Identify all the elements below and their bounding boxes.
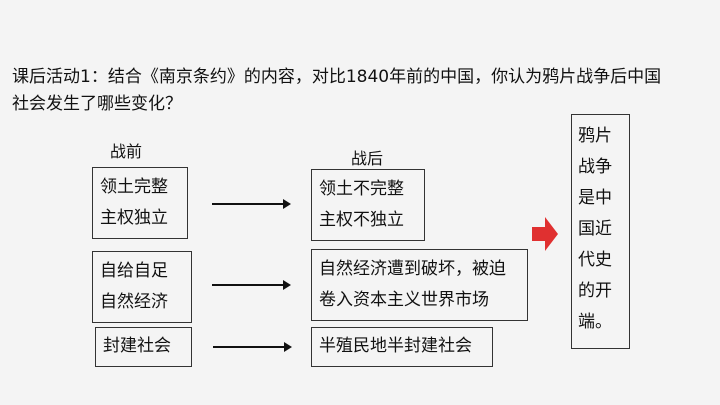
before-box-society: 封建社会 [95, 327, 192, 367]
conclusion-line: 战争 [578, 157, 612, 177]
box-line: 领土不完整 [319, 179, 404, 199]
arrow-right-icon [212, 280, 291, 290]
box-line: 自然经济 [100, 292, 168, 312]
red-arrow-icon [532, 217, 558, 251]
conclusion-box: 鸦片 战争 是中 国近 代史 的开 端。 [571, 114, 630, 349]
after-box-economy: 自然经济遭到破坏，被迫 卷入资本主义世界市场 [311, 249, 528, 321]
conclusion-line: 端。 [578, 312, 612, 332]
box-line: 自给自足 [100, 261, 168, 281]
before-box-economy: 自给自足 自然经济 [92, 251, 192, 323]
arrow-right-icon [213, 342, 292, 352]
box-line: 卷入资本主义世界市场 [319, 290, 489, 310]
before-label: 战前 [110, 142, 143, 161]
conclusion-line: 代史 [578, 250, 612, 270]
box-line: 领土完整 [100, 177, 168, 197]
after-box-territory: 领土不完整 主权不独立 [311, 169, 425, 241]
box-line: 半殖民地半封建社会 [319, 336, 472, 356]
after-label: 战后 [351, 149, 384, 168]
box-line: 封建社会 [103, 336, 171, 356]
conclusion-line: 鸦片 [578, 126, 612, 146]
after-box-society: 半殖民地半封建社会 [311, 327, 493, 367]
box-line: 主权不独立 [319, 210, 404, 230]
box-line: 自然经济遭到破坏，被迫 [319, 259, 506, 279]
conclusion-line: 的开 [578, 281, 612, 301]
conclusion-line: 是中 [578, 188, 612, 208]
before-box-territory: 领土完整 主权独立 [92, 167, 188, 239]
question-line-1: 课后活动1：结合《南京条约》的内容，对比1840年前的中国，你认为鸦片战争后中国 [12, 67, 662, 87]
question-line-2: 社会发生了哪些变化？ [12, 94, 182, 114]
arrow-right-icon [212, 199, 291, 209]
box-line: 主权独立 [100, 208, 168, 228]
question-text: 课后活动1：结合《南京条约》的内容，对比1840年前的中国，你认为鸦片战争后中国… [12, 64, 712, 118]
conclusion-line: 国近 [578, 219, 612, 239]
